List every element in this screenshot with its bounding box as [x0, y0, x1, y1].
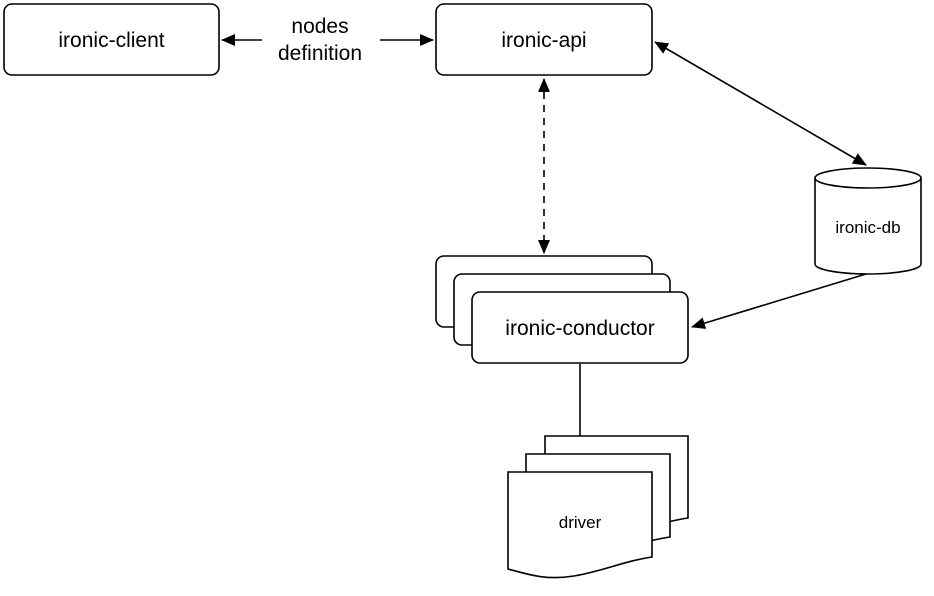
ironic-conductor-node: ironic-conductor: [435, 255, 689, 364]
ironic-db-node: ironic-db: [814, 167, 922, 275]
api-db-arrow: [654, 41, 867, 166]
ironic-api-node: ironic-api: [435, 3, 653, 76]
driver-doc-front: [507, 471, 653, 579]
db-cylinder-top: [814, 167, 922, 189]
driver-label: driver: [559, 513, 602, 532]
db-cylinder-body: [814, 178, 922, 275]
driver-node: driver: [507, 435, 689, 579]
conductor-stack-front: [471, 291, 689, 364]
ironic-api-label: ironic-api: [501, 29, 586, 52]
client-api-edge-label: nodes definition: [278, 15, 362, 65]
db-conductor-arrow: [691, 273, 867, 329]
ironic-client-label: ironic-client: [58, 29, 164, 52]
ironic-db-label: ironic-db: [835, 218, 900, 237]
ironic-client-node: ironic-client: [3, 3, 220, 76]
edge-label-line1: nodes: [291, 15, 348, 38]
edge-label-line2: definition: [278, 42, 362, 65]
ironic-conductor-label: ironic-conductor: [505, 317, 654, 340]
